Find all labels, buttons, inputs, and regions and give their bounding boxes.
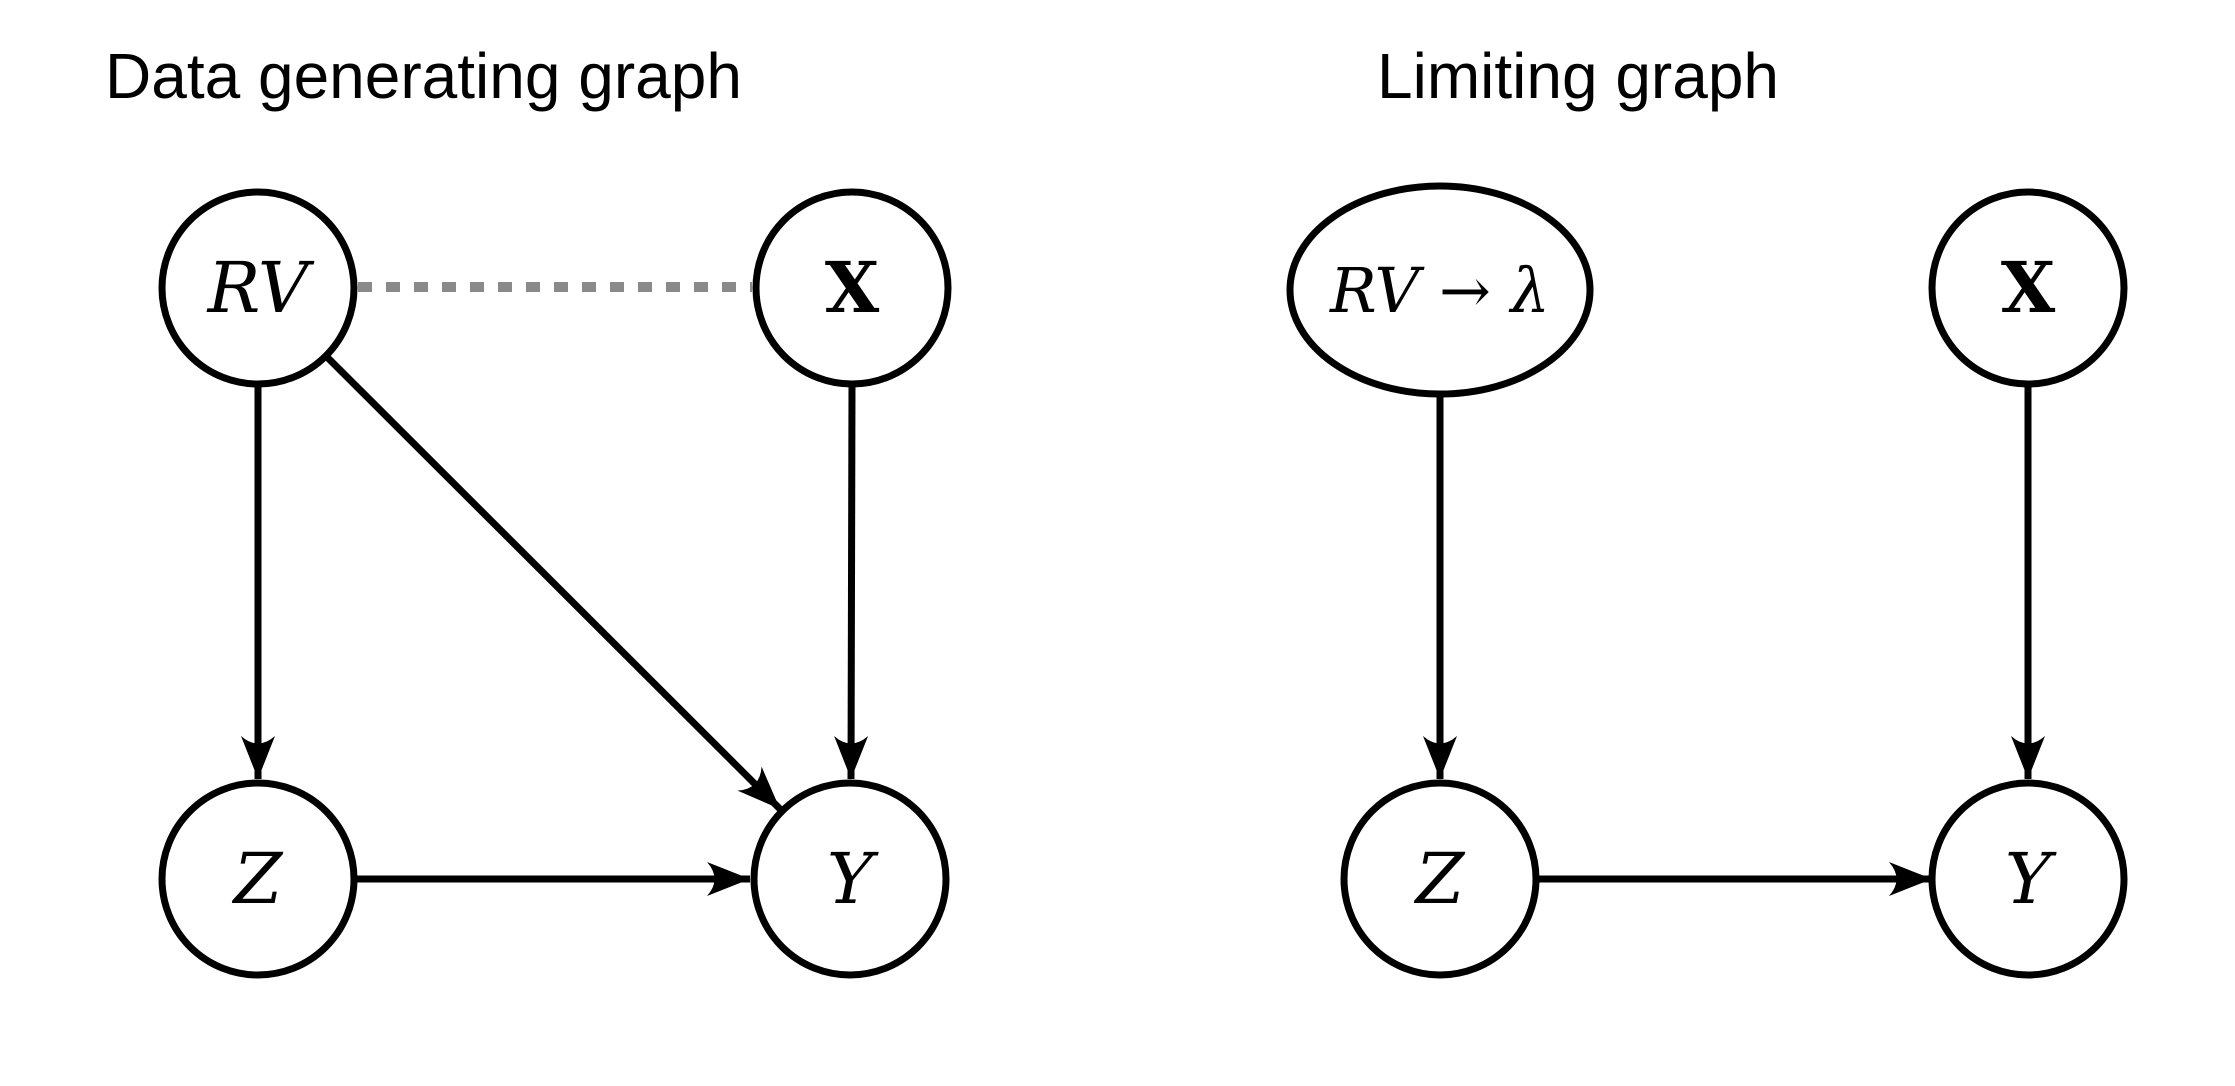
- node-rv-lambda-label: RV → λ: [1329, 254, 1550, 327]
- edge-x-y: [834, 383, 869, 780]
- node-x-right: X: [1928, 188, 2128, 388]
- node-x: X: [752, 188, 952, 388]
- node-rv: RV: [158, 188, 358, 388]
- node-y-circle: [750, 779, 950, 979]
- left-graph-title: Data generating graph: [105, 40, 742, 112]
- node-rv-circle: [158, 188, 358, 388]
- edge-rv-y: [323, 353, 783, 812]
- node-z-circle: [158, 779, 358, 979]
- node-z-right-circle: [1340, 779, 1540, 979]
- node-y: Y: [750, 779, 950, 979]
- node-rv-lambda: RV → λ: [1286, 182, 1594, 398]
- node-z-right: Z: [1340, 779, 1540, 979]
- node-x-right-label: X: [2001, 246, 2056, 329]
- node-x-circle: [752, 188, 952, 388]
- node-z: Z: [158, 779, 358, 979]
- node-y-label: Y: [827, 838, 879, 920]
- node-z-right-label: Z: [1414, 838, 1466, 920]
- node-y-right-circle: [1928, 779, 2128, 979]
- node-x-label: X: [825, 246, 880, 329]
- node-x-right-circle: [1928, 188, 2128, 388]
- left-graph: Data generating graph RV X Z Y: [105, 40, 952, 979]
- right-graph-title: Limiting graph: [1377, 40, 1779, 112]
- node-z-label: Z: [232, 838, 284, 920]
- node-rv-label: RV: [206, 247, 315, 329]
- node-y-right-label: Y: [2005, 838, 2057, 920]
- node-rv-lambda-ellipse: [1286, 182, 1594, 398]
- right-graph: Limiting graph RV → λ X Z Y: [1286, 40, 2128, 979]
- node-y-right: Y: [1928, 779, 2128, 979]
